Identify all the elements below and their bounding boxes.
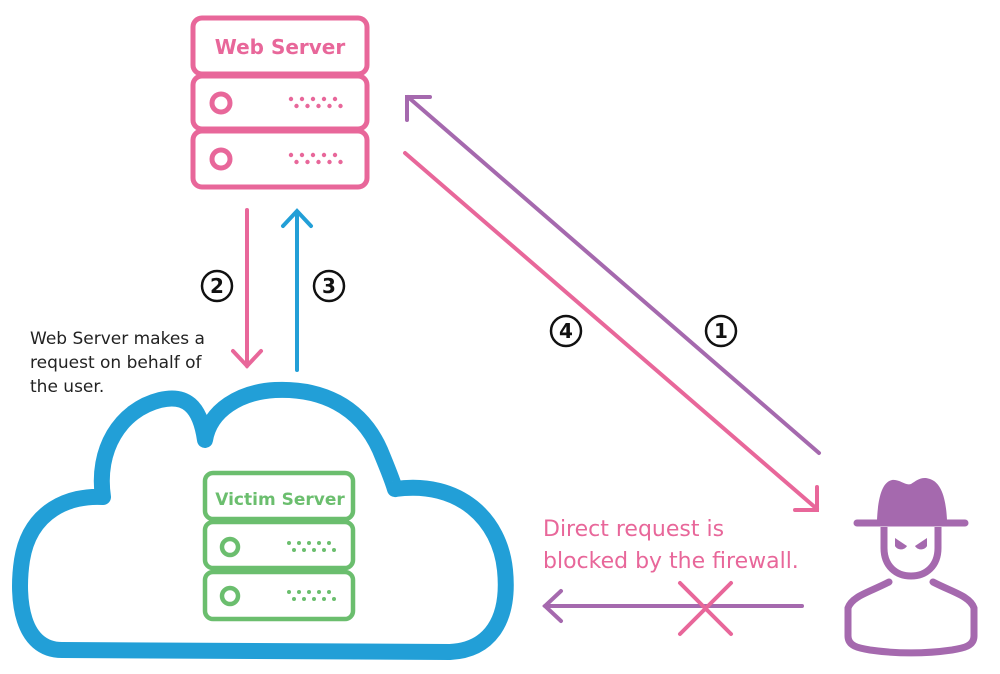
- vent-dot: [302, 548, 306, 552]
- vent-dot: [287, 541, 291, 545]
- web-server-note: Web Server makes a request on behalf of …: [30, 329, 205, 397]
- victim-server-led-1: [219, 536, 241, 558]
- step-2-number: 2: [210, 274, 224, 298]
- vent-dot: [297, 541, 301, 545]
- web-server-rack-2: [190, 128, 370, 190]
- vent-dot: [312, 548, 316, 552]
- vent-dot: [321, 96, 327, 102]
- step-3-number: 3: [322, 274, 336, 298]
- cloud-network-icon: [12, 381, 514, 660]
- step-3-marker: 3: [312, 269, 346, 303]
- vent-dot: [288, 152, 294, 158]
- vent-dot: [292, 597, 296, 601]
- victim-server-rack-1: [202, 519, 356, 571]
- vent-dot: [292, 548, 296, 552]
- vent-dot: [327, 590, 331, 594]
- arrow-step-3: [281, 208, 313, 372]
- vent-dot: [288, 96, 294, 102]
- arrow-step-2: [231, 208, 263, 369]
- vent-dot: [299, 96, 305, 102]
- vent-dot: [327, 103, 332, 109]
- victim-server-icon: Victim Server: [202, 470, 356, 622]
- victim-server-led-2: [219, 585, 241, 607]
- step-2-marker: 2: [200, 269, 234, 303]
- vent-dot: [310, 96, 316, 102]
- vent-dot: [299, 152, 305, 158]
- vent-dot: [338, 159, 343, 165]
- vent-dot: [305, 159, 310, 165]
- vent-dot: [332, 548, 336, 552]
- victim-server-label-box: [202, 470, 356, 522]
- arrow-step-4: [403, 151, 819, 512]
- web-server-vents-2: [288, 152, 343, 165]
- step-1-number: 1: [714, 319, 728, 343]
- firewall-note-line-1: Direct request is: [543, 517, 725, 542]
- firewall-note: Direct request is blocked by the firewal…: [543, 514, 843, 578]
- web-server-label: Web Server: [215, 35, 346, 59]
- vent-dot: [322, 548, 326, 552]
- vent-dot: [322, 597, 326, 601]
- web-server-led-1: [209, 91, 233, 115]
- step-4-marker: 4: [549, 314, 583, 348]
- vent-dot: [312, 597, 316, 601]
- vent-dot: [307, 590, 311, 594]
- victim-server-rack-2: [202, 569, 356, 622]
- vent-dot: [287, 590, 291, 594]
- web-server-rack-1: [190, 73, 370, 132]
- arrow-step-1: [405, 95, 821, 455]
- vent-dot: [332, 96, 338, 102]
- vent-dot: [332, 152, 338, 158]
- vent-dot: [316, 103, 321, 109]
- step-1-marker: 1: [704, 314, 738, 348]
- web-server-vents-1: [288, 96, 343, 109]
- step-4-number: 4: [559, 319, 573, 343]
- victim-server-vents-1: [287, 541, 336, 552]
- victim-server-vents-2: [287, 590, 336, 601]
- vent-dot: [321, 152, 327, 158]
- vent-dot: [297, 590, 301, 594]
- hacker-with-hat-icon: [844, 477, 978, 657]
- x-cross-icon: [678, 581, 733, 636]
- vent-dot: [332, 597, 336, 601]
- vent-dot: [327, 159, 332, 165]
- blocked-request-arrow: [542, 589, 804, 623]
- web-server-led-2: [209, 147, 233, 171]
- vent-dot: [294, 159, 299, 165]
- vent-dot: [317, 541, 321, 545]
- vent-dot: [338, 103, 343, 109]
- vent-dot: [307, 541, 311, 545]
- vent-dot: [316, 159, 321, 165]
- web-server-icon: Web Server: [190, 15, 370, 190]
- victim-server-label: Victim Server: [215, 490, 345, 510]
- firewall-note-line-2: blocked by the firewall.: [543, 549, 799, 574]
- vent-dot: [302, 597, 306, 601]
- vent-dot: [327, 541, 331, 545]
- vent-dot: [294, 103, 299, 109]
- vent-dot: [310, 152, 316, 158]
- vent-dot: [317, 590, 321, 594]
- vent-dot: [305, 103, 310, 109]
